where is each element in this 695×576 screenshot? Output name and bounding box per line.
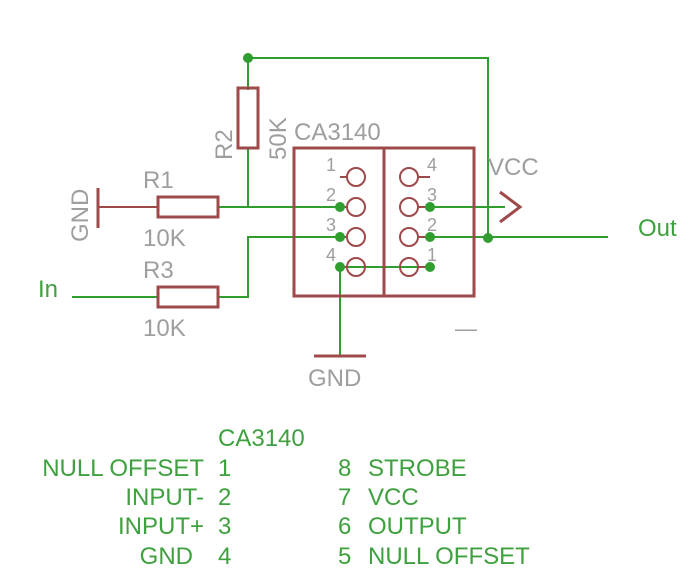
r1-resistor	[156, 195, 220, 219]
left-pin-number: 1	[326, 155, 336, 175]
left-pin-number: 3	[326, 215, 336, 235]
pinout-right-name: OUTPUT	[368, 513, 467, 540]
r3-value-label: 10K	[143, 315, 186, 342]
vcc-wire	[248, 57, 489, 238]
left-pin-1-circle	[346, 167, 366, 187]
pinout-left-num: 1	[218, 455, 231, 482]
left-pin-2-circle	[346, 197, 366, 217]
pin3-wire	[218, 236, 340, 298]
r2-value-label: 50K	[265, 117, 292, 160]
pinout-title: CA3140	[218, 425, 305, 452]
r1-name-label: R1	[143, 167, 174, 194]
pinout-right-num: 7	[338, 484, 351, 511]
r2-name-label: R2	[211, 129, 238, 160]
pinout-left-name: INPUT-	[125, 484, 204, 511]
right-pin-4-circle	[399, 167, 419, 187]
left-pin-number: 4	[326, 245, 336, 265]
pinout-right-name: STROBE	[368, 455, 467, 482]
out-label: Out	[638, 215, 677, 242]
right-pin-numbers: 4 3 2 1	[427, 155, 437, 265]
right-pin-number: 2	[427, 215, 437, 235]
pinout-row: INPUT- 2 7 VCC	[125, 484, 418, 511]
pinout-row: INPUT+ 3 6 OUTPUT	[118, 513, 467, 540]
pinout-left-num: 4	[218, 543, 231, 570]
r3-resistor	[156, 285, 220, 309]
right-pin-2-circle	[399, 227, 419, 247]
left-pin-numbers: 1 2 3 4	[326, 155, 336, 265]
pinout-right-num: 6	[338, 513, 351, 540]
left-pin-number: 2	[326, 185, 336, 205]
in-label: In	[38, 276, 58, 303]
vcc-label: VCC	[488, 154, 539, 181]
pinout-right-num: 8	[338, 455, 351, 482]
pinout-row: NULL OFFSET 1 8 STROBE	[42, 455, 467, 482]
wires	[72, 57, 608, 355]
gnd-left-label: GND	[67, 189, 94, 242]
pinout-left-name: NULL OFFSET	[42, 455, 204, 482]
pinout-left-name: GND	[140, 543, 193, 570]
minus-label: —	[455, 316, 477, 341]
r2-resistor	[236, 86, 260, 150]
left-pin-3-circle	[346, 227, 366, 247]
junction-dots	[243, 53, 493, 272]
ic-label: CA3140	[294, 119, 381, 146]
pinout-right-name: NULL OFFSET	[368, 543, 530, 570]
gnd-left-symbol	[96, 188, 158, 228]
vcc-arrow-icon	[499, 190, 523, 224]
right-pin-3-circle	[399, 197, 419, 217]
r1-value-label: 10K	[143, 225, 186, 252]
pinout-table: CA3140 NULL OFFSET 1 8 STROBE INPUT- 2 7…	[42, 425, 530, 570]
right-pin-number: 1	[427, 245, 437, 265]
pinout-row: GND 4 5 NULL OFFSET	[140, 543, 530, 570]
pinout-left-num: 2	[218, 484, 231, 511]
pinout-right-name: VCC	[368, 484, 419, 511]
ic-package	[292, 146, 476, 298]
right-pin-number: 3	[427, 185, 437, 205]
pinout-left-num: 3	[218, 513, 231, 540]
pinout-right-num: 5	[338, 543, 351, 570]
r3-name-label: R3	[143, 257, 174, 284]
pinout-left-name: INPUT+	[118, 513, 204, 540]
gnd-bottom-label: GND	[308, 365, 361, 392]
right-pin-number: 4	[427, 155, 437, 175]
